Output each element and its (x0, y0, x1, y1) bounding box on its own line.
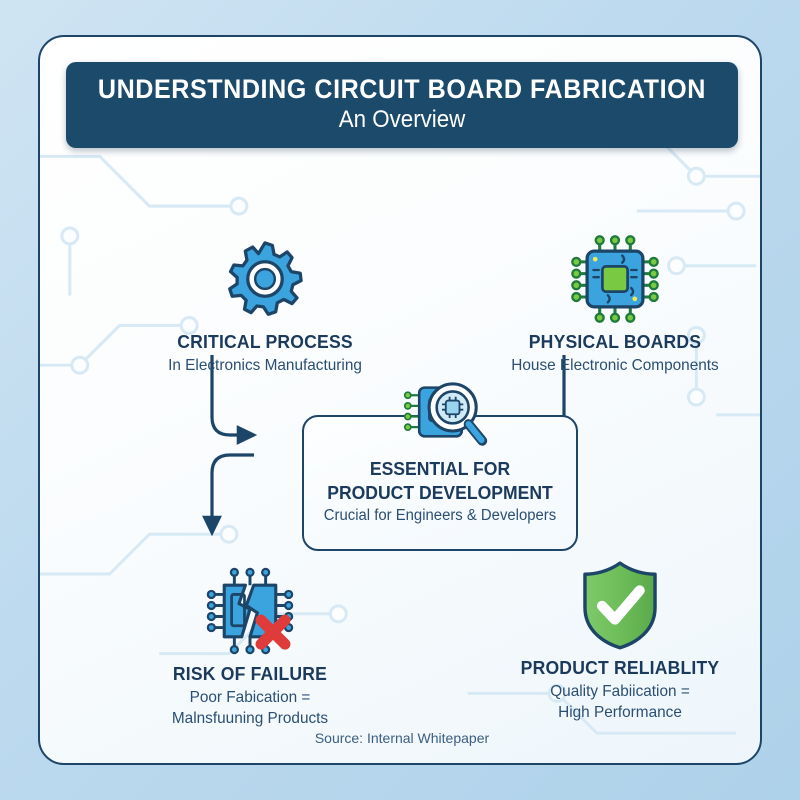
broken-chip-error-icon (120, 565, 380, 657)
node-title: PHYSICAL BOARDS (528, 331, 702, 352)
chip-magnifier-icon (392, 377, 492, 453)
node-critical-process: CRITICAL PROCESS In Electronics Manufact… (135, 233, 395, 376)
shield-check-icon (490, 559, 750, 651)
title-banner: UNDERSTNDING CIRCUIT BOARD FABRICATION A… (66, 62, 738, 148)
center-title-line2: PRODUCT DEVELOPMENT (327, 481, 553, 503)
center-text-block: ESSENTIAL FOR PRODUCT DEVELOPMENT Crucia… (302, 457, 578, 525)
node-title: RISK OF FAILURE (172, 663, 328, 684)
infographic-card: UNDERSTNDING CIRCUIT BOARD FABRICATION A… (38, 35, 762, 765)
node-subtitle-line2: Malnsfuuning Products (171, 710, 329, 728)
node-risk-of-failure: RISK OF FAILURE Poor Fabication = Malnsf… (120, 565, 380, 730)
center-title: ESSENTIAL FOR PRODUCT DEVELOPMENT (309, 457, 571, 504)
gear-icon (135, 233, 395, 325)
node-subtitle-line2: High Performance (558, 704, 682, 722)
node-title: PRODUCT RELIABLITY (520, 657, 720, 678)
arrow-center-to-risk (202, 453, 254, 537)
node-title: CRITICAL PROCESS (177, 331, 353, 352)
node-subtitle-line1: Poor Fabication = (189, 689, 311, 706)
microchip-icon (485, 233, 745, 325)
page-subtitle: An Overview (338, 106, 466, 134)
page-title: UNDERSTNDING CIRCUIT BOARD FABRICATION (97, 74, 707, 105)
node-physical-boards: PHYSICAL BOARDS House Electronic Compone… (485, 233, 745, 376)
node-subtitle: House Electronic Components (511, 357, 719, 374)
node-subtitle-line1: Quality Fabiication = (550, 683, 690, 700)
source-note: Source: Internal Whitepaper (314, 730, 490, 746)
node-subtitle: In Electronics Manufacturing (168, 357, 362, 374)
node-product-reliability: PRODUCT RELIABLITY Quality Fabiication =… (490, 559, 750, 724)
center-subtitle: Crucial for Engineers & Developers (323, 507, 557, 525)
center-title-line1: ESSENTIAL FOR (369, 458, 511, 479)
